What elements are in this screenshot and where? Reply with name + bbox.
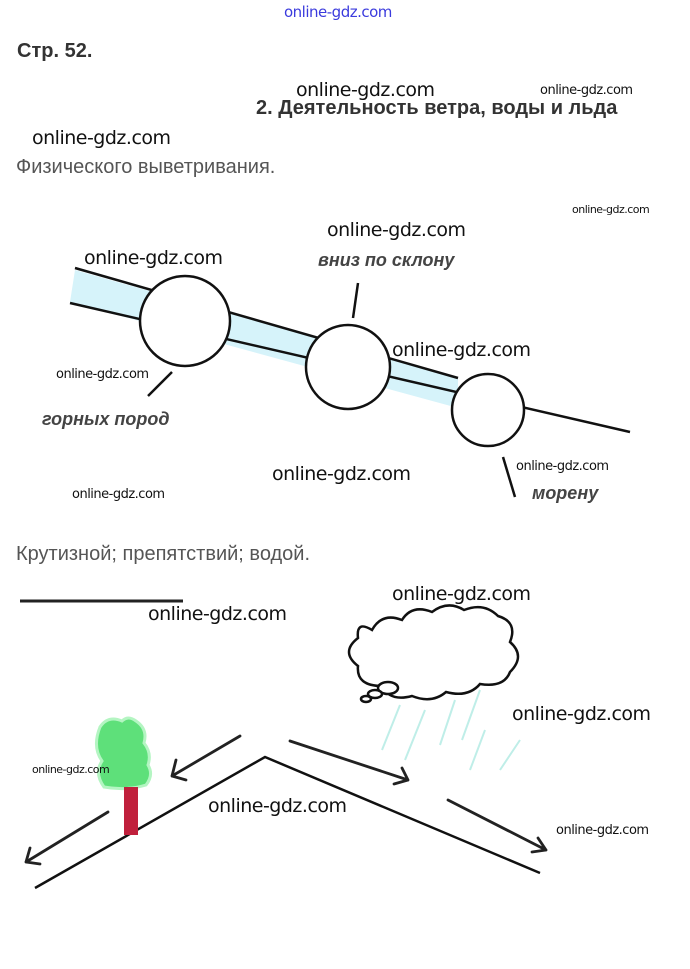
watermark: online-gdz.com — [516, 459, 609, 474]
watermark: online-gdz.com — [84, 247, 223, 269]
tree-icon — [95, 716, 153, 835]
watermark: online-gdz.com — [148, 603, 287, 625]
label-moraine: морену — [532, 483, 599, 503]
leader-line — [501, 456, 517, 498]
watermark: online-gdz.com — [32, 127, 171, 149]
watermark: online-gdz.com — [56, 367, 149, 382]
watermark: online-gdz.com — [540, 83, 633, 98]
circle-blank-3 — [450, 372, 526, 448]
page-label: Стр. 52. — [17, 40, 93, 62]
watermark: online-gdz.com — [32, 763, 110, 776]
arrow-right-lower — [446, 798, 548, 854]
top-watermark: online-gdz.com — [284, 3, 392, 21]
cloud-icon — [347, 604, 520, 704]
arrow-left-lower — [24, 810, 110, 866]
label-downhill: вниз по склону — [318, 250, 455, 270]
section-title: 2. Деятельность ветра, воды и льда — [256, 97, 618, 119]
leader-line — [147, 371, 173, 397]
slope-upper-edge — [74, 266, 459, 380]
watermark: online-gdz.com — [72, 487, 165, 502]
label-rocks: горных пород — [42, 409, 170, 429]
watermark: online-gdz.com — [572, 203, 650, 216]
watermark: online-gdz.com — [392, 583, 531, 605]
circle-blank-2 — [304, 323, 392, 411]
answer-1: Физического выветривания. — [16, 156, 276, 178]
arrows — [24, 734, 548, 866]
mountain — [34, 755, 541, 890]
watermark: online-gdz.com — [296, 79, 435, 101]
arrow-right-upper — [288, 739, 410, 786]
watermark: online-gdz.com — [512, 703, 651, 725]
watermark: online-gdz.com — [208, 795, 347, 817]
watermark: online-gdz.com — [556, 823, 649, 838]
watermark: online-gdz.com — [392, 339, 531, 361]
leader-line — [351, 282, 360, 319]
circle-blank-1 — [138, 274, 232, 368]
arrow-left-upper — [170, 734, 242, 782]
watermark: online-gdz.com — [327, 219, 466, 241]
rain — [381, 689, 521, 771]
answer-2: Крутизной; препятствий; водой. — [16, 543, 311, 565]
watermark: online-gdz.com — [272, 463, 411, 485]
